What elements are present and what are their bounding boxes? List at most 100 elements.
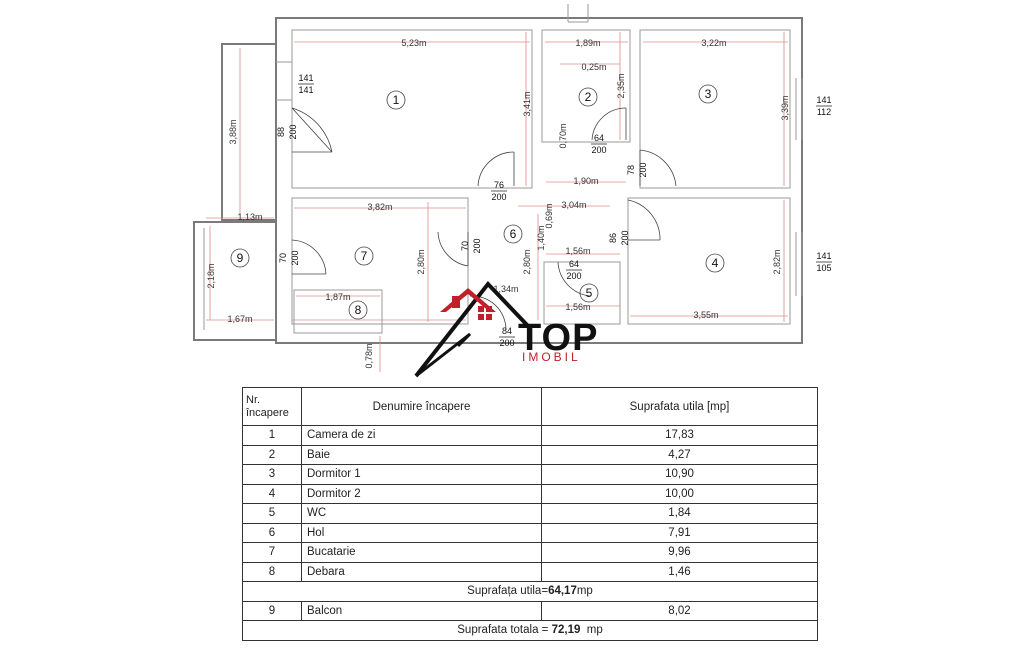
row-nr: 6 xyxy=(242,522,302,543)
door-7-height: 200 xyxy=(290,250,300,265)
window-4-width: 141 xyxy=(816,251,831,261)
walls xyxy=(193,4,803,344)
door-2-width: 64 xyxy=(594,133,604,143)
table-row: 7 Bucatarie 9,96 xyxy=(242,542,818,563)
room-number-6: 6 xyxy=(510,227,517,241)
dim-label: 1,40m xyxy=(536,225,546,250)
room-number-4: 4 xyxy=(712,256,719,270)
door-3-height: 200 xyxy=(638,162,648,177)
dimension-lines xyxy=(206,32,788,372)
row-name: Bucatarie xyxy=(301,542,542,563)
dim-label: 1,90m xyxy=(573,176,598,186)
room-number-2: 2 xyxy=(585,90,592,104)
window-3-height: 112 xyxy=(817,107,831,117)
useful-area-row: Suprafața utila=64,17mp xyxy=(242,581,818,602)
room-number-7: 7 xyxy=(361,249,368,263)
door-7-width: 70 xyxy=(278,253,288,263)
dimension-labels: 5,23m 1,89m 3,22m 0,25m 2,35m 3,41m 3,39… xyxy=(206,38,790,369)
room-numbers: 1 2 3 4 5 6 7 8 9 xyxy=(230,84,725,320)
dim-label: 3,39m xyxy=(780,95,790,120)
door-4-height: 200 xyxy=(620,230,630,245)
dim-label: 0,70m xyxy=(558,123,568,148)
table-row: 2 Baie 4,27 xyxy=(242,444,818,465)
door-3-width: 78 xyxy=(626,165,636,175)
useful-area-unit: mp xyxy=(576,585,593,598)
window-1-width: 141 xyxy=(298,73,313,83)
row-area: 1,46 xyxy=(541,561,818,582)
door-1-height: 200 xyxy=(288,124,298,139)
row-nr: 8 xyxy=(242,561,302,582)
top-imobil-logo: TOP IMOBIL xyxy=(414,280,598,378)
door-8-height: 200 xyxy=(499,338,514,348)
row-area: 10,00 xyxy=(541,483,818,504)
dim-label: 1,34m xyxy=(493,284,518,294)
dim-label: 2,18m xyxy=(206,263,216,288)
floor-plan: 1 2 3 4 5 6 7 8 9 5,23m 1,89m 3,22m 0,25… xyxy=(193,4,832,378)
total-area-unit: mp xyxy=(580,624,603,637)
row-nr: 7 xyxy=(242,542,302,563)
door-6-height: 200 xyxy=(491,192,506,202)
row-nr: 4 xyxy=(242,483,302,504)
dim-label: 1,13m xyxy=(237,212,262,222)
row-area: 10,90 xyxy=(541,464,818,485)
door-7b-height: 200 xyxy=(472,238,482,253)
dim-label: 3,22m xyxy=(701,38,726,48)
row-area: 17,83 xyxy=(541,425,818,446)
room-number-1: 1 xyxy=(393,93,400,107)
door-swings xyxy=(291,107,677,331)
row-nr: 1 xyxy=(242,425,302,446)
door-2-height: 200 xyxy=(591,145,606,155)
row-area: 1,84 xyxy=(541,503,818,524)
dim-label: 2,35m xyxy=(616,73,626,98)
header-room-number: Nr. încapere xyxy=(242,387,302,426)
dim-label: 3,41m xyxy=(522,91,532,116)
table-row: 3 Dormitor 1 10,90 xyxy=(242,464,818,485)
total-area-label: Suprafata totala = xyxy=(457,624,552,637)
header-nr-line2: încapere xyxy=(246,406,289,419)
dim-label: 3,82m xyxy=(367,202,392,212)
area-table-wrapper: Nr. încapere Denumire încapere Suprafata… xyxy=(242,387,818,641)
row-area: 7,91 xyxy=(541,522,818,543)
room-number-5: 5 xyxy=(586,286,593,300)
total-area-row: Suprafata totala = 72,19 mp xyxy=(242,620,818,641)
logo-word: TOP xyxy=(518,317,598,359)
header-room-name: Denumire încapere xyxy=(301,387,542,426)
total-area-value: 72,19 xyxy=(551,624,581,637)
room-number-9: 9 xyxy=(237,251,244,265)
row-nr: 2 xyxy=(242,444,302,465)
door-1-width: 88 xyxy=(276,127,286,137)
total-area-summary: Suprafata totala = 72,19 mp xyxy=(242,620,818,641)
dim-label: 1,56m xyxy=(565,246,590,256)
table-row: 5 WC 1,84 xyxy=(242,503,818,524)
table-row: 6 Hol 7,91 xyxy=(242,522,818,543)
door-8-width: 84 xyxy=(502,326,512,336)
door-7b-width: 70 xyxy=(460,241,470,251)
dim-label: 2,82m xyxy=(772,249,782,274)
table-row: 1 Camera de zi 17,83 xyxy=(242,425,818,446)
door-5-width: 64 xyxy=(569,259,579,269)
useful-area-value: 64,17 xyxy=(548,585,577,598)
dim-label: 0,25m xyxy=(581,62,606,72)
row-nr: 5 xyxy=(242,503,302,524)
table-row: 9 Balcon 8,02 xyxy=(242,600,818,621)
dim-label: 1,56m xyxy=(565,302,590,312)
row-name: Balcon xyxy=(301,600,542,621)
window-1-height: 141 xyxy=(298,85,313,95)
row-area: 4,27 xyxy=(541,444,818,465)
dim-label: 1,67m xyxy=(227,314,252,324)
row-name: Baie xyxy=(301,444,542,465)
row-name: Hol xyxy=(301,522,542,543)
useful-area-label: Suprafața utila= xyxy=(467,585,549,598)
row-name: Camera de zi xyxy=(301,425,542,446)
dim-label: 2,80m xyxy=(522,249,532,274)
window-3-width: 141 xyxy=(816,95,831,105)
dim-label: 3,88m xyxy=(228,119,238,144)
dim-label: 0,69m xyxy=(544,203,554,228)
dim-label: 1,87m xyxy=(325,292,350,302)
header-useful-area: Suprafata utila [mp] xyxy=(541,387,818,426)
room-number-8: 8 xyxy=(355,303,362,317)
room-number-3: 3 xyxy=(705,87,712,101)
header-nr-line1: Nr. xyxy=(246,393,261,406)
row-name: Dormitor 1 xyxy=(301,464,542,485)
row-nr: 9 xyxy=(242,600,302,621)
